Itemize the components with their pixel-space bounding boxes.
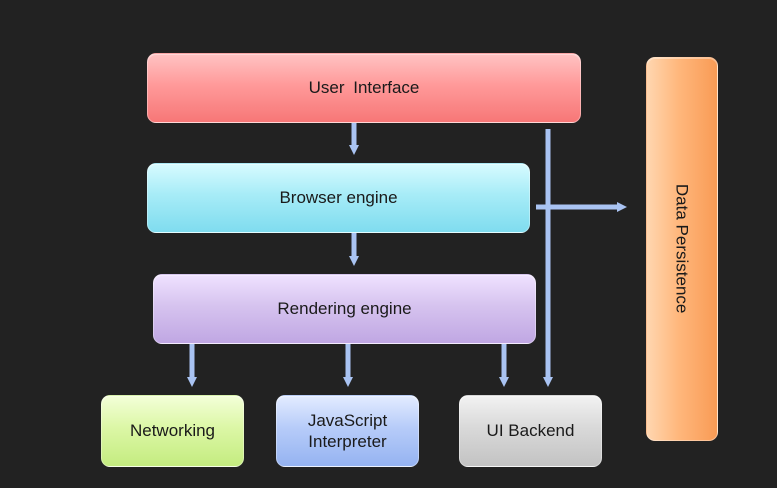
rendering-engine-label: Rendering engine	[277, 299, 412, 319]
data-persistence-box: Data Persistence	[646, 57, 718, 441]
ui-backend-label: UI Backend	[486, 421, 575, 441]
user-interface-label: User Interface	[308, 78, 420, 98]
browser-engine-box: Browser engine	[147, 163, 530, 233]
data-persistence-label: Data Persistence	[672, 184, 692, 314]
javascript-interpreter-label-line1: JavaScript	[307, 410, 388, 430]
javascript-interpreter-box: JavaScript Interpreter	[276, 395, 419, 467]
browser-engine-label: Browser engine	[279, 188, 398, 208]
networking-box: Networking	[101, 395, 244, 467]
javascript-interpreter-label-line2: Interpreter	[308, 432, 387, 451]
ui-backend-box: UI Backend	[459, 395, 602, 467]
user-interface-box: User Interface	[147, 53, 581, 123]
rendering-engine-box: Rendering engine	[153, 274, 536, 344]
networking-label: Networking	[129, 421, 216, 441]
